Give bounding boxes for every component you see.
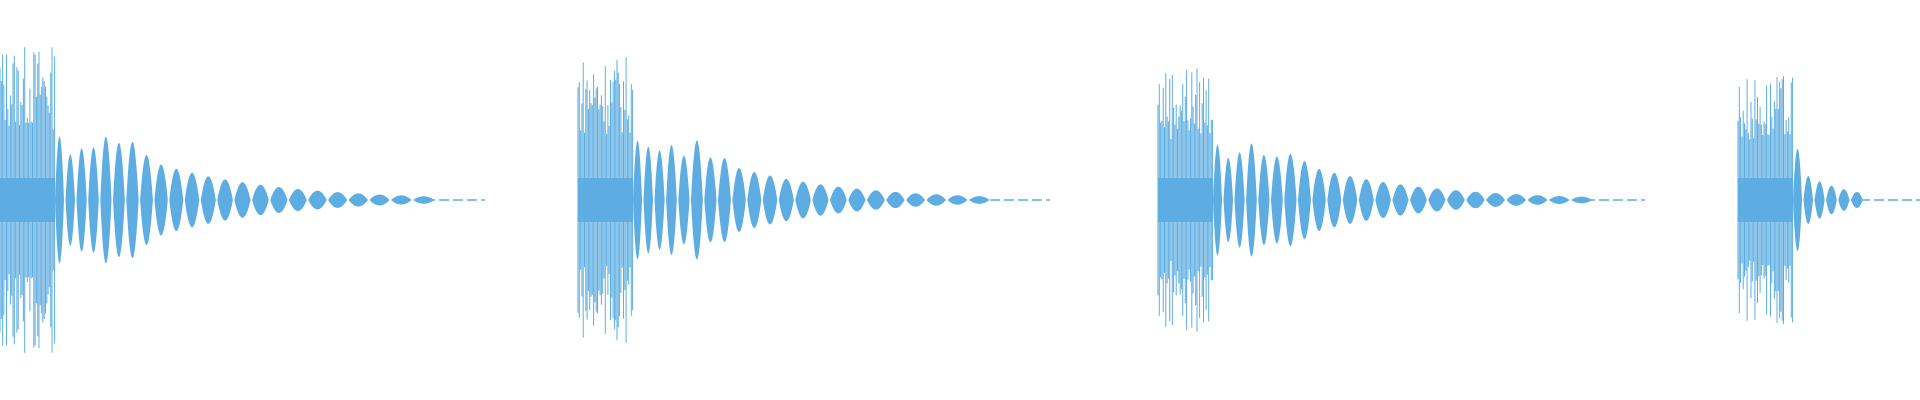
- waveform-clip-1: [0, 47, 485, 353]
- waveform-clip-3: [1157, 68, 1645, 332]
- waveform-clip-2: [577, 57, 1050, 343]
- waveform-clip-4: [1737, 76, 1920, 324]
